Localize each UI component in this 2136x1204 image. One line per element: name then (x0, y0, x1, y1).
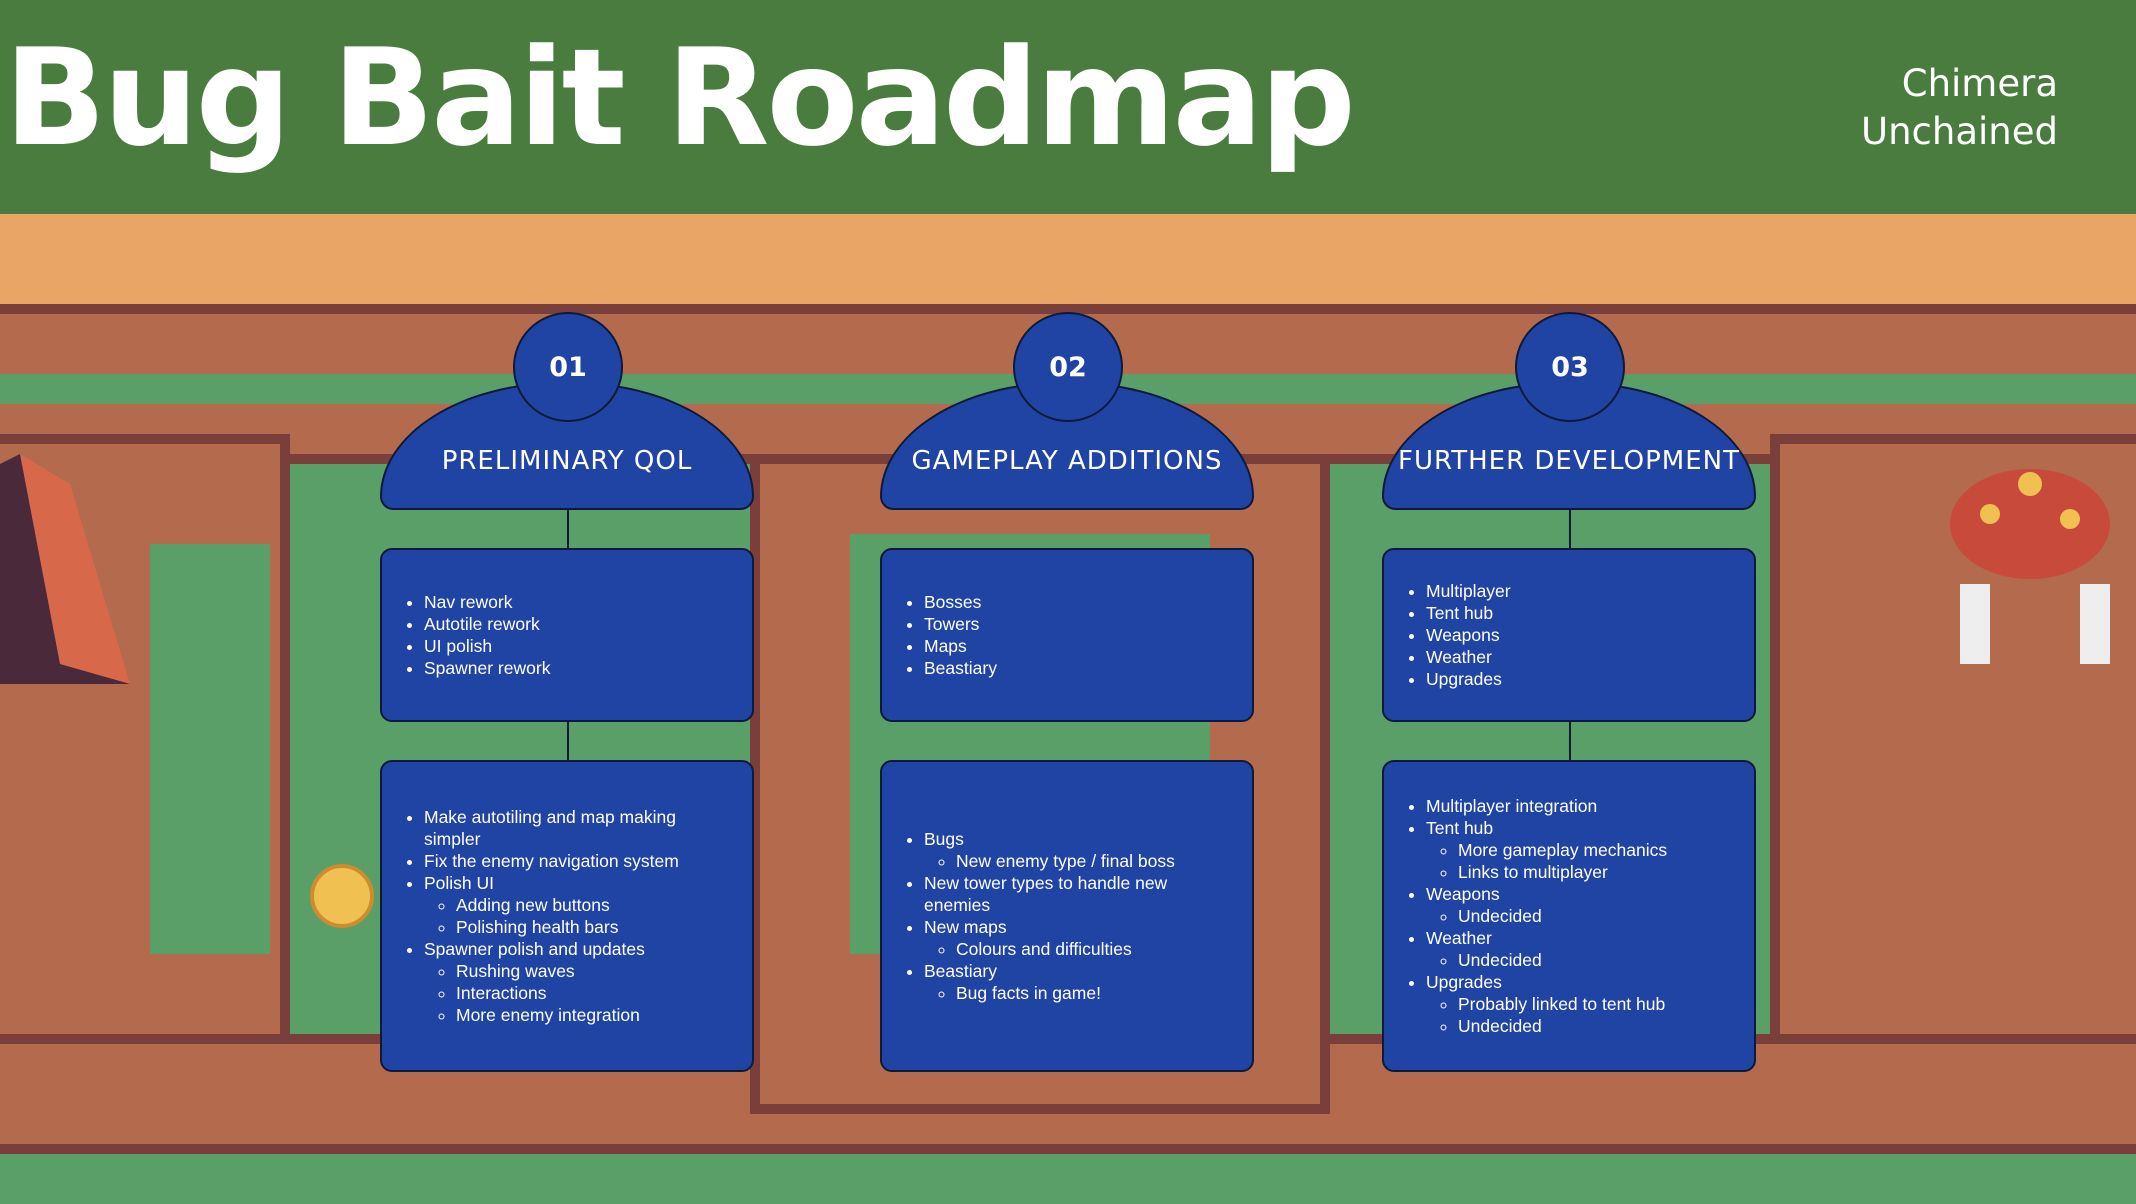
list-item: Multiplayer integration (1426, 795, 1667, 817)
list-item: Tent hub (1426, 602, 1511, 624)
list-item: Weather (1426, 646, 1511, 668)
list-item: Upgrades (1426, 668, 1511, 690)
list-item: Spawner rework (424, 657, 550, 679)
sub-list-item: More enemy integration (456, 1004, 736, 1026)
list-item: Polish UI Adding new buttons Polishing h… (424, 872, 736, 938)
list-item: New maps Colours and difficulties (924, 916, 1236, 960)
sub-list-item: Rushing waves (456, 960, 736, 982)
studio-name: Chimera Unchained (1861, 60, 2058, 156)
list-item: Weather Undecided (1426, 927, 1667, 971)
summary-card: Multiplayer Tent hub Weapons Weather Upg… (1382, 548, 1756, 722)
sub-list-item: Interactions (456, 982, 736, 1004)
sub-list: Adding new buttons Polishing health bars (424, 894, 736, 938)
list-item-text: Upgrades (1426, 972, 1502, 992)
summary-card: Bosses Towers Maps Beastiary (880, 548, 1254, 722)
step-number: 02 (1013, 312, 1123, 422)
list-item-text: New maps (924, 917, 1007, 937)
list-item: Upgrades Probably linked to tent hub Und… (1426, 971, 1667, 1037)
sub-list: Probably linked to tent hub Undecided (1426, 993, 1667, 1037)
list-item-text: Spawner polish and updates (424, 939, 645, 959)
list-item: Maps (924, 635, 997, 657)
list-item: Bosses (924, 591, 997, 613)
list-item: New tower types to handle new enemies (924, 872, 1236, 916)
list-item-text: Tent hub (1426, 818, 1494, 838)
details-card: Make autotiling and map making simpler F… (380, 760, 754, 1072)
mushroom-icon (1950, 469, 2110, 664)
sub-list-item: Probably linked to tent hub (1458, 993, 1667, 1015)
sub-list-item: Links to multiplayer (1458, 861, 1667, 883)
sub-list: Rushing waves Interactions More enemy in… (424, 960, 736, 1026)
sub-list: Bug facts in game! (924, 982, 1236, 1004)
list-item: Multiplayer (1426, 580, 1511, 602)
sub-list-item: Polishing health bars (456, 916, 736, 938)
sub-list: Undecided (1426, 949, 1667, 971)
list-item: Beastiary Bug facts in game! (924, 960, 1236, 1004)
list-item-text: Polish UI (424, 873, 495, 893)
summary-list: Multiplayer Tent hub Weapons Weather Upg… (1400, 580, 1511, 690)
list-item-text: Fix the enemy navigation system (424, 851, 679, 871)
sub-list-item: New enemy type / final boss (956, 850, 1236, 872)
summary-list: Nav rework Autotile rework UI polish Spa… (398, 591, 550, 679)
list-item: Autotile rework (424, 613, 550, 635)
sub-list: More gameplay mechanics Links to multipl… (1426, 839, 1667, 883)
page-title: Bug Bait Roadmap (4, 20, 1356, 176)
list-item: Weapons (1426, 624, 1511, 646)
list-item: Make autotiling and map making simpler (424, 806, 736, 850)
details-card: Bugs New enemy type / final boss New tow… (880, 760, 1254, 1072)
list-item: Weapons Undecided (1426, 883, 1667, 927)
studio-name-line1: Chimera (1901, 62, 2058, 105)
sub-list-item: Undecided (1458, 905, 1667, 927)
details-list: Multiplayer integration Tent hub More ga… (1400, 795, 1667, 1037)
list-item: Bugs New enemy type / final boss (924, 828, 1236, 872)
list-item: Tent hub More gameplay mechanics Links t… (1426, 817, 1667, 883)
list-item: Fix the enemy navigation system (424, 850, 736, 872)
summary-list: Bosses Towers Maps Beastiary (898, 591, 997, 679)
list-item-text: New tower types to handle new enemies (924, 873, 1168, 915)
details-list: Make autotiling and map making simpler F… (398, 806, 736, 1026)
list-item-text: Weapons (1426, 884, 1500, 904)
sub-list-item: Undecided (1458, 1015, 1667, 1037)
list-item: Towers (924, 613, 997, 635)
pixel-map-background: PRELIMINARY QOL 01 Nav rework Autotile r… (0, 214, 2136, 1204)
step-number: 03 (1515, 312, 1625, 422)
sub-list-item: More gameplay mechanics (1458, 839, 1667, 861)
sub-list: New enemy type / final boss (924, 850, 1236, 872)
list-item-text: Make autotiling and map making simpler (424, 807, 676, 849)
sub-list-item: Colours and difficulties (956, 938, 1236, 960)
list-item-text: Multiplayer integration (1426, 796, 1598, 816)
list-item: UI polish (424, 635, 550, 657)
firefly-icon (310, 864, 374, 928)
header-banner: Bug Bait Roadmap Chimera Unchained (0, 0, 2136, 214)
studio-name-line2: Unchained (1861, 110, 2058, 153)
sub-list-item: Bug facts in game! (956, 982, 1236, 1004)
step-number: 01 (513, 312, 623, 422)
details-card: Multiplayer integration Tent hub More ga… (1382, 760, 1756, 1072)
sub-list: Undecided (1426, 905, 1667, 927)
tent-icon (0, 454, 130, 684)
summary-card: Nav rework Autotile rework UI polish Spa… (380, 548, 754, 722)
list-item: Beastiary (924, 657, 997, 679)
list-item-text: Bugs (924, 829, 964, 849)
list-item-text: Beastiary (924, 961, 997, 981)
sub-list: Colours and difficulties (924, 938, 1236, 960)
details-list: Bugs New enemy type / final boss New tow… (898, 828, 1236, 1004)
list-item-text: Weather (1426, 928, 1492, 948)
sub-list-item: Undecided (1458, 949, 1667, 971)
list-item: Spawner polish and updates Rushing waves… (424, 938, 736, 1026)
sub-list-item: Adding new buttons (456, 894, 736, 916)
grass-patch-left (150, 544, 270, 954)
list-item: Nav rework (424, 591, 550, 613)
